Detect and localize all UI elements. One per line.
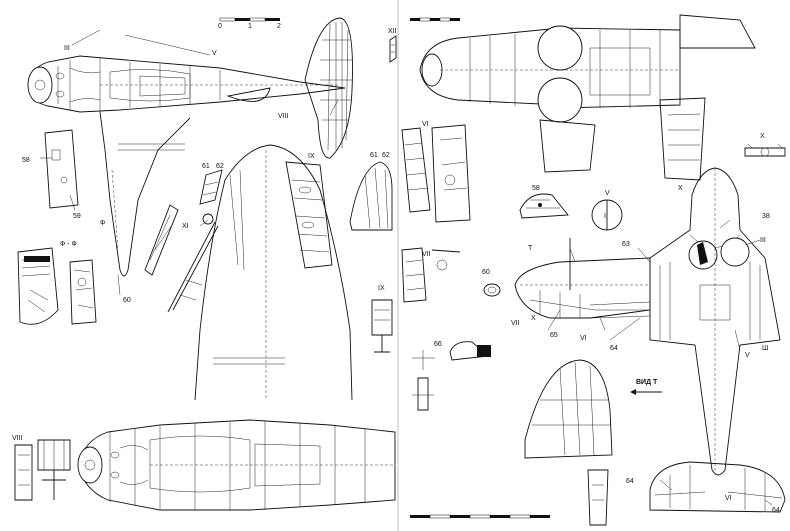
left-wing-top-view xyxy=(99,111,191,277)
detail-X-fitting xyxy=(744,143,786,157)
label-61-a: 61 xyxy=(202,163,210,170)
wing-planform-right xyxy=(514,238,651,319)
label-VI-b: VI xyxy=(580,335,587,342)
gear-leg-bottom xyxy=(587,469,609,526)
label-VIII-a: VIII xyxy=(278,113,289,120)
detail-VI-assembly xyxy=(401,124,471,223)
flap-detail-61-62 xyxy=(144,169,223,276)
label-IX-b: IX xyxy=(378,285,385,292)
label-V-c: V xyxy=(745,352,750,359)
fin-side-view xyxy=(304,17,353,159)
detail-IX-strut xyxy=(371,299,393,353)
wing-plan-center xyxy=(194,144,353,401)
label-XI: XI xyxy=(182,223,189,230)
label-62-b: 62 xyxy=(382,152,390,159)
label-VI-c: VI xyxy=(725,495,732,502)
scale-bar-top: 0 1 2 xyxy=(218,17,281,30)
scale-bar-bottom xyxy=(410,514,550,519)
label-V-a: V xyxy=(212,50,217,57)
scale-bar-right xyxy=(410,17,460,22)
label-vid-T: ВИД Т xyxy=(636,379,658,386)
label-III-b: III xyxy=(760,237,766,244)
label-58-b: 58 xyxy=(532,185,540,192)
label-66: 66 xyxy=(434,341,442,348)
fuselage-top-right xyxy=(649,167,781,476)
detail-66-fitting xyxy=(412,341,491,411)
detail-VIII-landing-gear xyxy=(14,439,71,501)
label-60-b: 60 xyxy=(482,269,490,276)
label-VII-b: VII xyxy=(511,320,520,327)
control-rod-XI xyxy=(167,213,219,313)
label-XII: XII xyxy=(388,28,397,35)
gear-detail-phi xyxy=(17,247,97,325)
section-V-I xyxy=(591,199,623,231)
label-V-b: V xyxy=(605,190,610,197)
detail-XII xyxy=(389,35,397,63)
label-phi: Ф xyxy=(100,220,105,227)
label-64-b: 64 xyxy=(626,478,634,485)
label-62-a: 62 xyxy=(216,163,224,170)
scale-tick-1: 1 xyxy=(248,23,252,30)
label-VIII-b: VIII xyxy=(12,435,23,442)
label-64-a: 64 xyxy=(610,345,618,352)
label-58-a: 58 xyxy=(22,157,30,164)
label-VI-a: VI xyxy=(422,121,429,128)
label-61-b: 61 xyxy=(370,152,378,159)
label-60-a: 60 xyxy=(123,297,131,304)
label-I: I xyxy=(604,213,606,220)
fuselage-bottom-view xyxy=(77,419,396,511)
label-38: 38 xyxy=(762,213,770,220)
detail-VII-hinge xyxy=(401,247,461,303)
label-59: 59 xyxy=(73,213,81,220)
detail-oval-T xyxy=(483,283,501,297)
label-III-a: III xyxy=(64,45,70,52)
label-64-c: 64 xyxy=(772,507,780,514)
fin-side-right xyxy=(524,359,613,459)
aileron-panel xyxy=(285,161,333,269)
fin-detail-61-62 xyxy=(349,161,393,231)
label-X-b: X xyxy=(678,185,683,192)
canopy-detail-58 xyxy=(519,193,569,219)
label-VII-a: VII xyxy=(422,251,431,258)
label-65: 65 xyxy=(550,332,558,339)
label-III-c: Ш xyxy=(762,345,768,352)
label-T: T xyxy=(528,245,533,252)
label-X-a: X xyxy=(760,133,765,140)
fuselage-top-view xyxy=(27,55,346,113)
scale-tick-2: 2 xyxy=(277,23,281,30)
fuselage-underside-view xyxy=(419,25,681,123)
wing-panel-top-right xyxy=(539,14,756,181)
label-X-c: X xyxy=(531,315,536,322)
label-phi-phi: Ф - Ф xyxy=(60,241,77,248)
leader-lines xyxy=(40,29,773,506)
scale-tick-0: 0 xyxy=(218,23,222,30)
label-IX-a: IX xyxy=(308,153,315,160)
tailplane-top xyxy=(649,461,786,513)
label-63: 63 xyxy=(622,241,630,248)
detail-vid-T-arrow xyxy=(630,389,662,395)
panel-58-59 xyxy=(44,129,79,209)
